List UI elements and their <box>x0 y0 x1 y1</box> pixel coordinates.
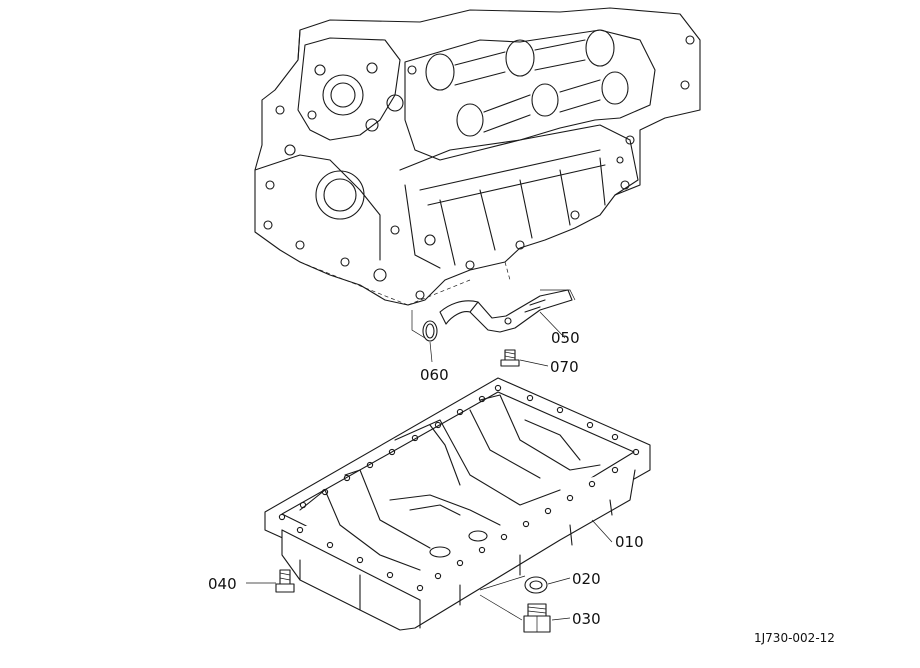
oil-pan <box>264 377 651 631</box>
drain-plug-030 <box>523 603 551 633</box>
gasket-020 <box>524 576 548 594</box>
leader-lines <box>246 311 613 621</box>
flange-bolt-holes <box>278 384 640 592</box>
o-ring <box>422 320 438 342</box>
oil-strainer-pipe <box>411 289 576 339</box>
callout-060: 060 <box>420 366 449 384</box>
callout-070: 070 <box>550 358 579 376</box>
callout-010: 010 <box>615 533 644 551</box>
bolt-040 <box>275 569 295 593</box>
engine-block <box>254 7 701 306</box>
document-id: 1J730-002-12 <box>754 631 835 645</box>
callout-labels: 050 060 070 010 020 030 040 1J730-002-12 <box>208 329 835 645</box>
callout-040: 040 <box>208 575 237 593</box>
callout-020: 020 <box>572 570 601 588</box>
bolt-070 <box>500 349 520 367</box>
callout-050: 050 <box>551 329 580 347</box>
callout-030: 030 <box>572 610 601 628</box>
